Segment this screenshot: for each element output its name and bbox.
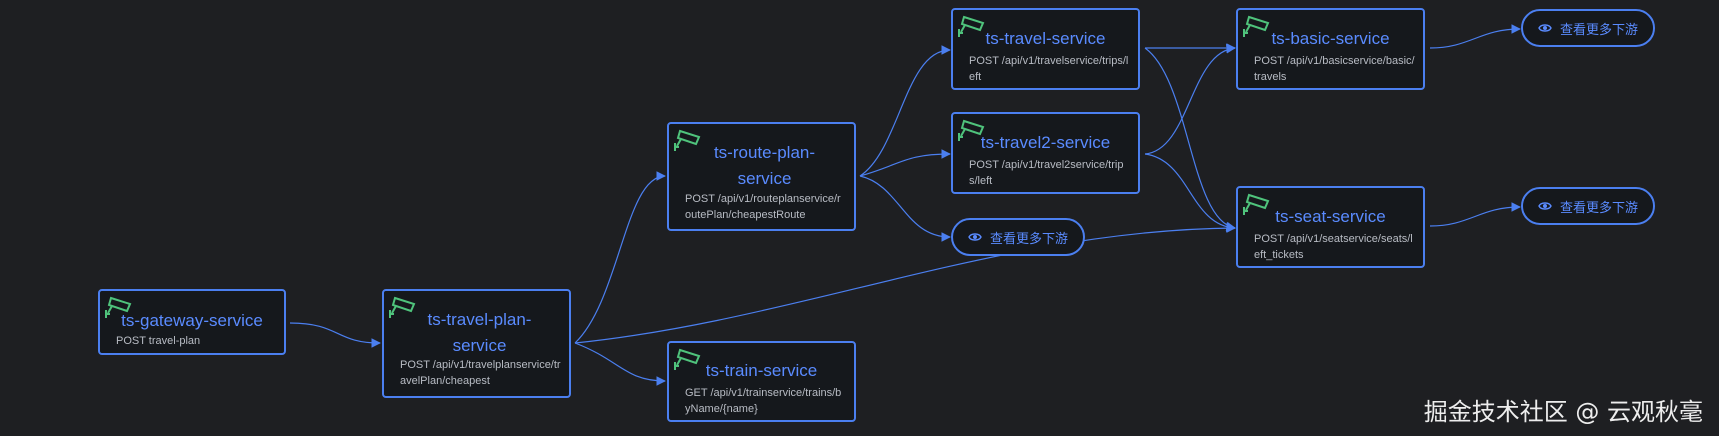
surveillance-camera-icon: [958, 119, 985, 141]
edge-travelplan-train: [574, 342, 666, 386]
eye-icon: [968, 233, 982, 241]
surveillance-camera-icon: [105, 296, 132, 318]
node-seat-service[interactable]: ts-seat-service POST /api/v1/seatservice…: [1236, 186, 1425, 268]
node-route: POST travel-plan: [116, 335, 201, 347]
view-more-downstream-button[interactable]: 查看更多下游: [951, 218, 1085, 256]
surveillance-camera-icon: [389, 296, 416, 318]
view-more-label: 查看更多下游: [989, 230, 1068, 246]
eye-icon: [1538, 24, 1552, 32]
node-title: ts-route-plan-service: [713, 143, 816, 188]
edge-travel2-basic: [1144, 44, 1236, 155]
node-route: POST /api/v1/seatservice/seats/left_tick…: [1254, 233, 1413, 261]
node-train-service[interactable]: ts-train-service GET /api/v1/trainservic…: [667, 341, 856, 422]
edge-travelplan-seat: [574, 223, 1236, 344]
node-title: ts-travel-plan-service: [427, 310, 532, 355]
edge-travel-seat: [1144, 47, 1236, 232]
view-more-downstream-button[interactable]: 查看更多下游: [1521, 187, 1655, 225]
edge-travelplan-routeplan: [574, 171, 666, 344]
surveillance-camera-icon: [674, 129, 701, 151]
view-more-downstream-button[interactable]: 查看更多下游: [1521, 9, 1655, 47]
watermark: 掘金技术社区 @ 云观秋毫: [1423, 398, 1703, 426]
node-route: POST /api/v1/travelplanservice/travelPla…: [400, 359, 561, 387]
node-travel-service[interactable]: ts-travel-service POST /api/v1/travelser…: [951, 8, 1140, 90]
node-route: POST /api/v1/travel2service/trips/left: [969, 159, 1124, 187]
node-route: GET /api/v1/trainservice/trains/byName/{…: [685, 387, 842, 415]
node-route-plan-service[interactable]: ts-route-plan-service POST /api/v1/route…: [667, 122, 856, 231]
edge-gateway-travelplan: [289, 322, 381, 348]
node-title: ts-train-service: [705, 361, 818, 380]
node-title: ts-gateway-service: [121, 311, 263, 330]
view-more-label: 查看更多下游: [1559, 21, 1638, 37]
node-travel-plan-service[interactable]: ts-travel-plan-service POST /api/v1/trav…: [382, 289, 571, 398]
edge-travel2-seat: [1144, 153, 1236, 233]
node-title: ts-seat-service: [1275, 207, 1386, 226]
view-more-label: 查看更多下游: [1559, 199, 1638, 215]
node-route: POST /api/v1/basicservice/basic/travels: [1254, 55, 1415, 83]
node-title: ts-travel-service: [985, 29, 1106, 48]
eye-icon: [1538, 202, 1552, 210]
edge-basic-more: [1429, 24, 1521, 49]
surveillance-camera-icon: [674, 348, 701, 370]
edge-routeplan-travel2: [859, 149, 951, 177]
node-gateway-service[interactable]: ts-gateway-service POST travel-plan: [98, 289, 286, 355]
edge-routeplan-travel: [859, 45, 951, 177]
surveillance-camera-icon: [958, 15, 985, 37]
surveillance-camera-icon: [1243, 193, 1270, 215]
surveillance-camera-icon: [1243, 15, 1270, 37]
edge-seat-more: [1429, 202, 1521, 227]
node-basic-service[interactable]: ts-basic-service POST /api/v1/basicservi…: [1236, 8, 1425, 90]
node-route: POST /api/v1/routeplanservice/routePlan/…: [685, 193, 841, 221]
node-title: ts-travel2-service: [980, 133, 1111, 152]
node-title: ts-basic-service: [1271, 29, 1390, 48]
node-travel2-service[interactable]: ts-travel2-service POST /api/v1/travel2s…: [951, 112, 1140, 194]
edge-routeplan-more: [859, 175, 951, 242]
node-route: POST /api/v1/travelservice/trips/left: [969, 55, 1129, 83]
